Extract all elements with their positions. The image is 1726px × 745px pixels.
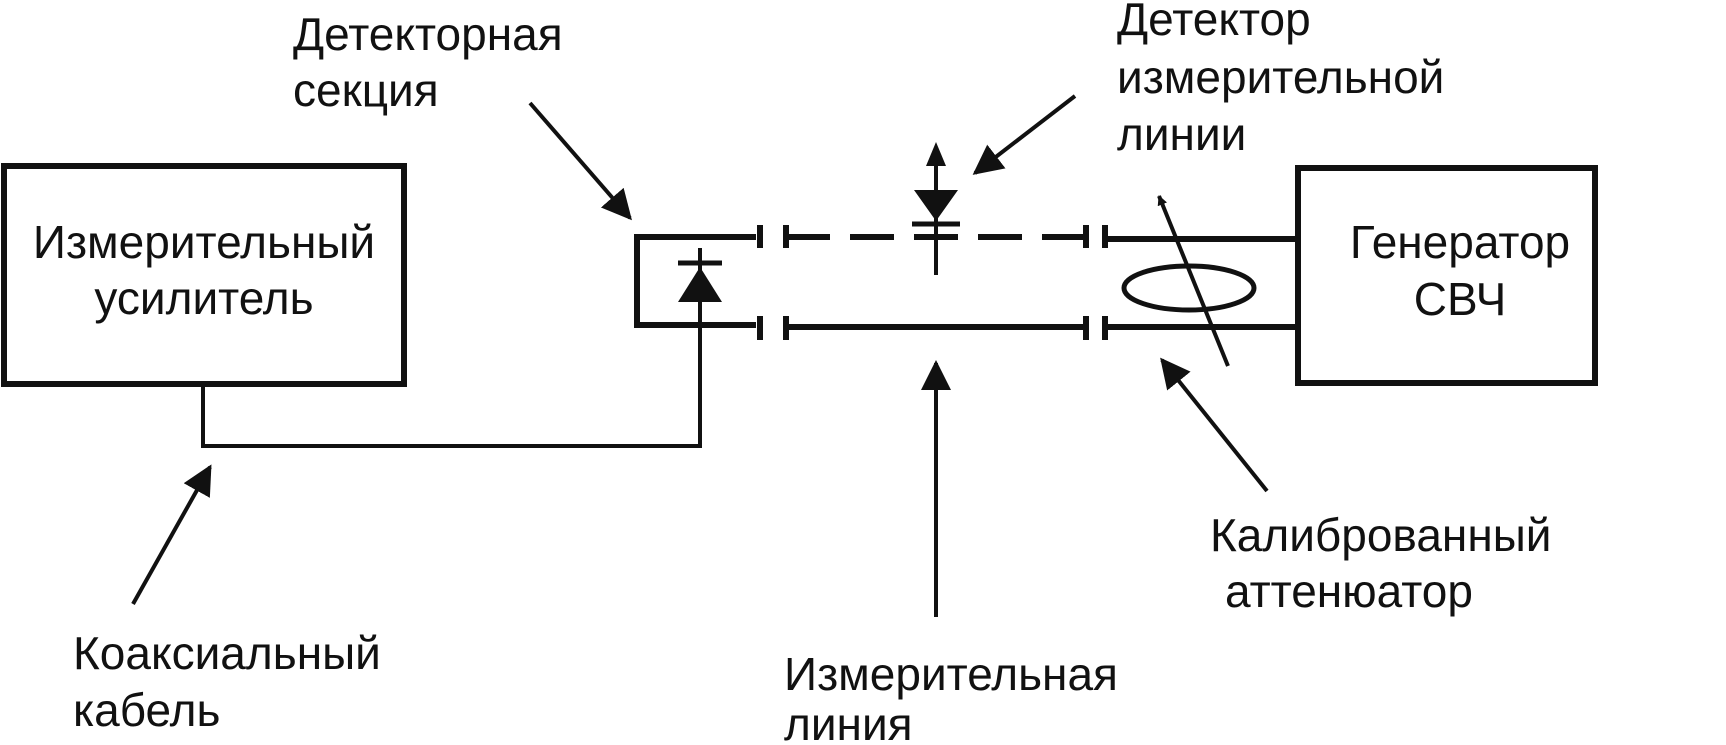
label-detector-section-line2: секция	[293, 64, 439, 116]
detector-section-body	[634, 234, 756, 328]
coax-cable-path	[201, 320, 702, 448]
label-attenuator-line1: Калиброванный	[1210, 509, 1552, 561]
amplifier-label-line2: усилитель	[94, 272, 313, 324]
generator-block: Генератор СВЧ	[1295, 165, 1598, 386]
arrow-coax-cable	[131, 464, 212, 605]
attenuator	[1102, 195, 1298, 367]
generator-box	[1295, 165, 1598, 386]
detector-section	[634, 225, 763, 340]
label-attenuator-line2: аттенюатор	[1225, 565, 1473, 617]
attenuator-adjust-arrow	[1157, 195, 1230, 367]
detector-section-diode-icon	[678, 267, 722, 302]
arrow-line-detector	[972, 94, 1077, 175]
amplifier-block: Измерительный усилитель	[1, 163, 407, 387]
arrow-detector-section	[528, 101, 632, 221]
label-line-detector-line3: линии	[1117, 108, 1246, 160]
label-detector-section-line1: Детекторная	[293, 8, 563, 60]
probe-arrow-icon	[926, 142, 946, 166]
label-line-detector-line1: Детектор	[1117, 0, 1311, 45]
label-measuring-line-line2: линия	[784, 698, 913, 745]
label-coax-cable-line2: кабель	[73, 684, 220, 736]
arrow-attenuator	[1160, 357, 1269, 493]
label-measuring-line-line1: Измерительная	[784, 648, 1118, 700]
generator-label-line1: Генератор	[1350, 216, 1570, 268]
generator-label-line2: СВЧ	[1414, 273, 1507, 325]
probe-diode-icon	[914, 190, 958, 221]
label-coax-cable-line1: Коаксиальный	[73, 627, 381, 679]
amplifier-label-line1: Измерительный	[33, 216, 375, 268]
label-line-detector-line2: измерительной	[1117, 51, 1444, 103]
line-detector-probe	[912, 142, 960, 275]
